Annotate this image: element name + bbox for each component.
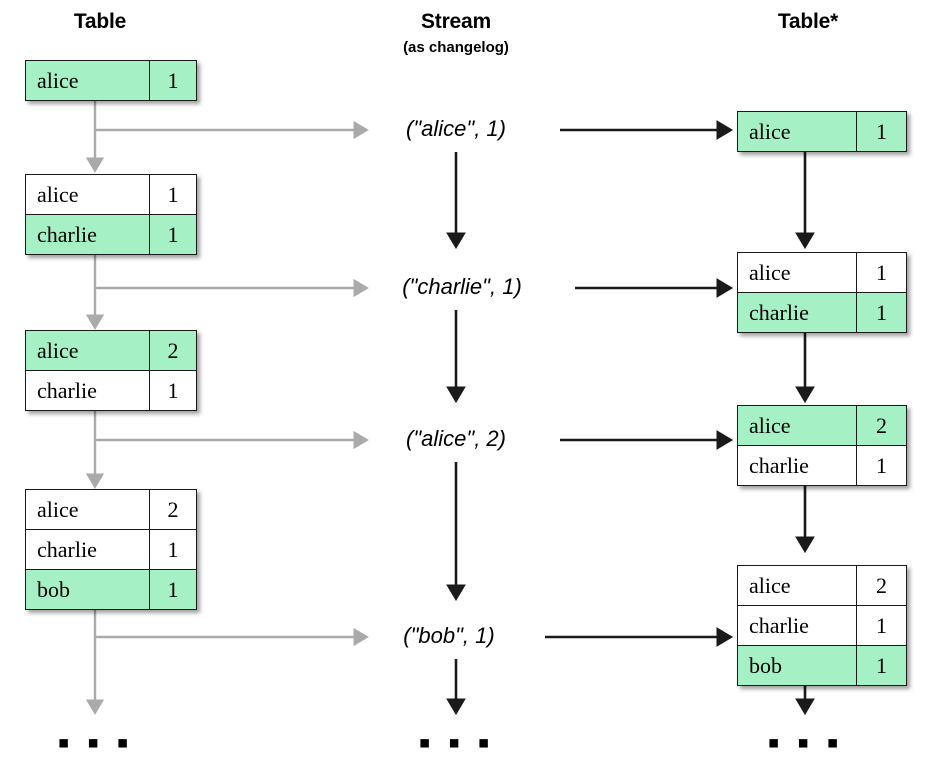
stream-event-3: ("alice", 2) (406, 426, 506, 451)
table-row: charlie 1 (738, 445, 906, 485)
right-table-1: alice 1 (737, 111, 907, 152)
column-heading-right: Table* (777, 10, 839, 33)
table-row: alice 1 (738, 112, 906, 151)
table-cell-value: 2 (149, 331, 196, 370)
ellipsis-left: ▪ ▪ ▪ (57, 724, 133, 762)
column-subheading-stream: (as changelog) (403, 39, 509, 56)
table-row: bob 1 (26, 569, 196, 609)
table-cell-key: charlie (738, 446, 856, 485)
table-cell-value: 1 (149, 215, 196, 254)
table-cell-value: 2 (856, 566, 906, 605)
left-table-2: alice 1 charlie 1 (25, 174, 197, 255)
table-cell-key: alice (738, 406, 856, 445)
table-cell-value: 1 (149, 175, 196, 214)
table-row: alice 2 (738, 566, 906, 605)
table-cell-value: 2 (856, 406, 906, 445)
table-cell-key: alice (738, 253, 856, 292)
table-cell-value: 2 (149, 490, 196, 529)
table-row: charlie 1 (26, 214, 196, 254)
table-cell-key: alice (738, 112, 856, 151)
table-row: alice 1 (26, 175, 196, 214)
ellipsis-right: ▪ ▪ ▪ (767, 724, 843, 762)
stream-event-4: ("bob", 1) (403, 623, 495, 648)
stream-event-2: ("charlie", 1) (402, 274, 522, 299)
ellipsis-stream: ▪ ▪ ▪ (418, 724, 494, 762)
table-row: charlie 1 (738, 292, 906, 332)
table-cell-key: charlie (738, 293, 856, 332)
table-cell-value: 1 (856, 646, 906, 685)
left-table-1: alice 1 (25, 60, 197, 101)
table-cell-value: 1 (856, 253, 906, 292)
table-cell-key: bob (26, 570, 149, 609)
column-heading-stream: Stream (420, 10, 491, 33)
table-cell-value: 1 (856, 293, 906, 332)
table-row: charlie 1 (738, 605, 906, 645)
table-cell-value: 1 (149, 61, 196, 100)
table-row: alice 2 (738, 406, 906, 445)
table-row: charlie 1 (26, 529, 196, 569)
left-table-4: alice 2 charlie 1 bob 1 (25, 489, 197, 610)
table-cell-key: charlie (26, 530, 149, 569)
table-cell-key: charlie (738, 606, 856, 645)
table-row: alice 1 (738, 253, 906, 292)
table-cell-key: bob (738, 646, 856, 685)
stream-event-1: ("alice", 1) (406, 116, 506, 141)
left-table-3: alice 2 charlie 1 (25, 330, 197, 411)
table-cell-key: charlie (26, 371, 149, 410)
table-cell-key: alice (26, 61, 149, 100)
table-cell-key: alice (26, 490, 149, 529)
table-row: charlie 1 (26, 370, 196, 410)
table-row: alice 1 (26, 61, 196, 100)
table-cell-value: 1 (149, 530, 196, 569)
table-cell-value: 1 (856, 606, 906, 645)
table-cell-key: alice (738, 566, 856, 605)
table-cell-value: 1 (856, 446, 906, 485)
table-row: alice 2 (26, 490, 196, 529)
table-cell-key: alice (26, 331, 149, 370)
column-heading-left: Table (73, 10, 127, 33)
table-cell-key: charlie (26, 215, 149, 254)
table-cell-key: alice (26, 175, 149, 214)
table-cell-value: 1 (149, 371, 196, 410)
table-row: bob 1 (738, 645, 906, 685)
table-row: alice 2 (26, 331, 196, 370)
right-table-3: alice 2 charlie 1 (737, 405, 907, 486)
right-table-2: alice 1 charlie 1 (737, 252, 907, 333)
right-table-4: alice 2 charlie 1 bob 1 (737, 565, 907, 686)
table-cell-value: 1 (149, 570, 196, 609)
table-cell-value: 1 (856, 112, 906, 151)
